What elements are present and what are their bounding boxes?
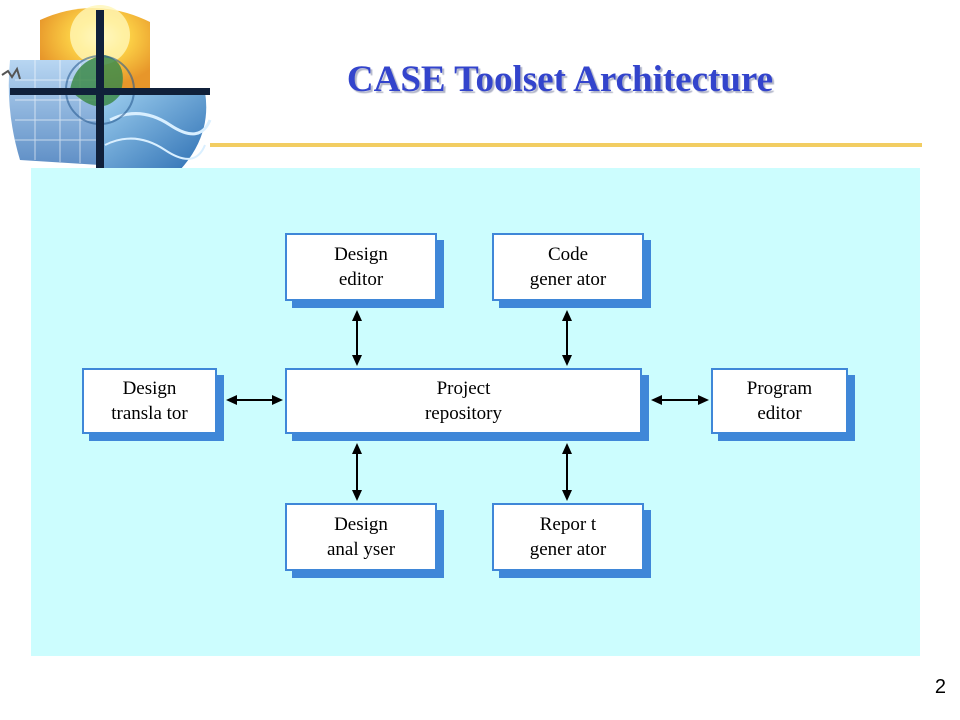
slide-number: 2 (934, 676, 946, 698)
design-analyser-box: Design anal yser (285, 503, 437, 571)
design-editor-box: Design editor (285, 233, 437, 301)
program-editor-box: Program editor (711, 368, 848, 434)
slide-title: CASE Toolset Architecture (346, 59, 774, 100)
design-translator-box: Design transla tor (82, 368, 217, 434)
report-generator-box: Repor t gener ator (492, 503, 644, 571)
logo-collage-image (0, 0, 220, 175)
title-underline (210, 143, 922, 147)
code-generator-box: Code gener ator (492, 233, 644, 301)
project-repository-box: Project repository (285, 368, 642, 434)
